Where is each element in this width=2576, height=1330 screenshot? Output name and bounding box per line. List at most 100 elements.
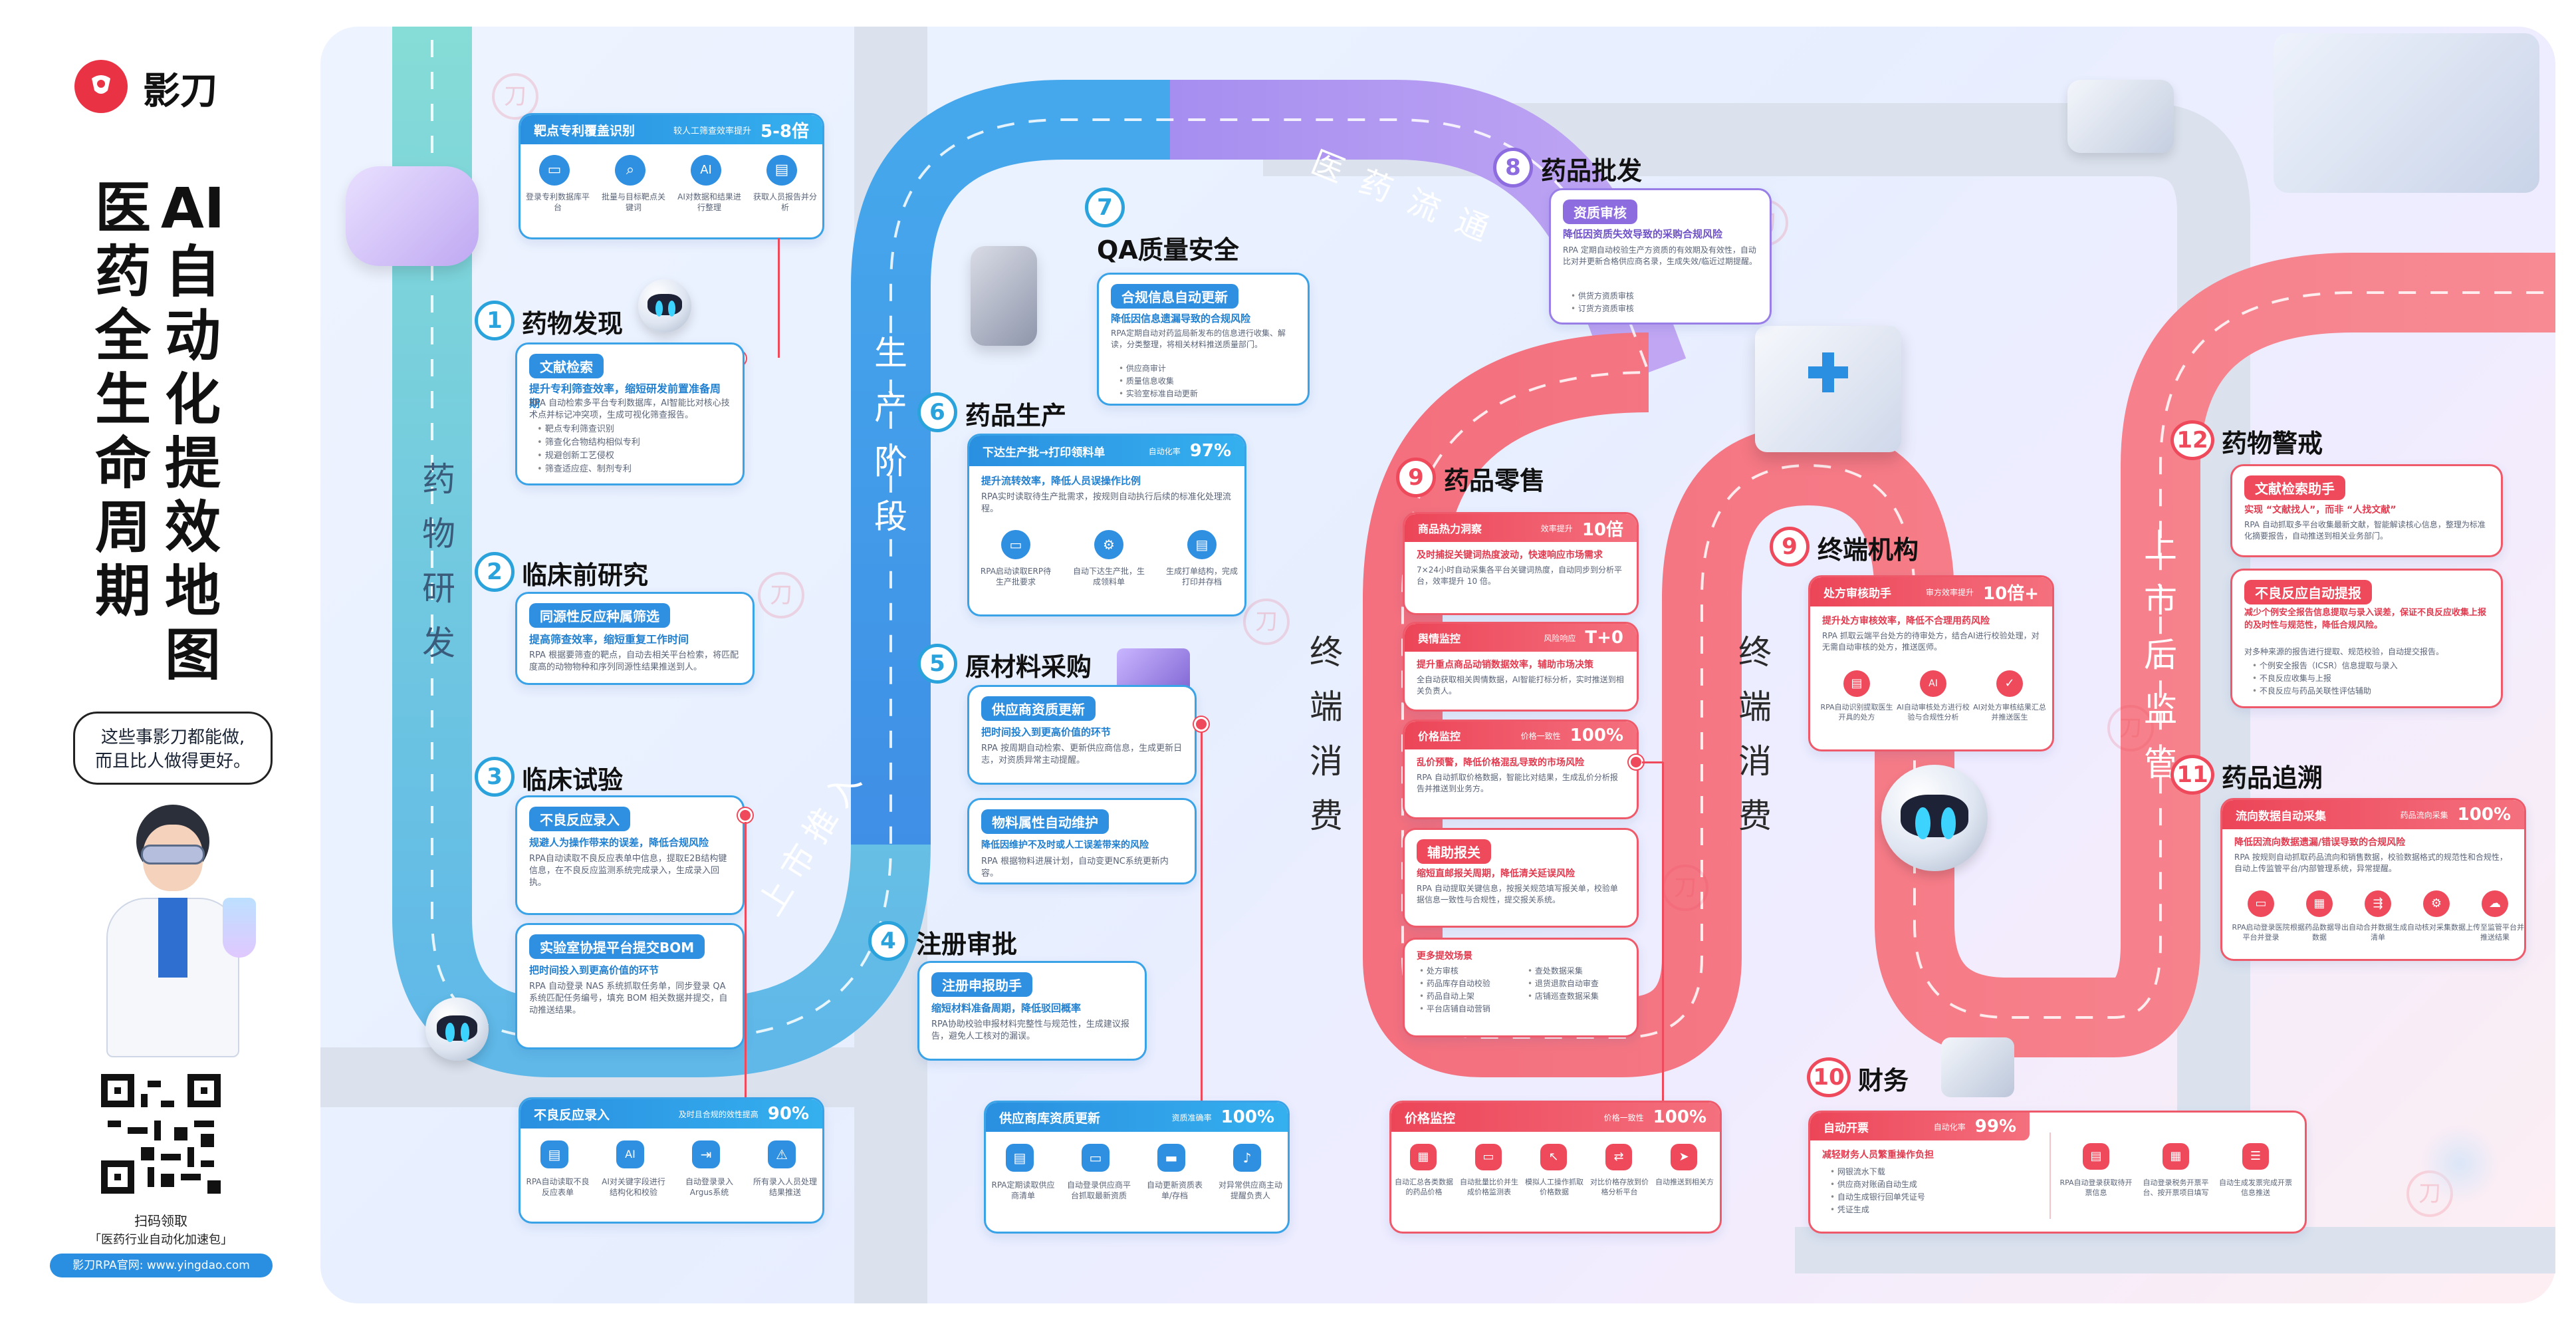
search-icon: ⌕ <box>615 155 645 186</box>
website-pill[interactable]: 影刀RPA官网: www.yingdao.com <box>50 1254 273 1277</box>
card-price-banner[interactable]: 价格监控 价格一致性 100% ▦ ▭ ↖ ⇄ ➤ 自动汇总各类数据的药品价格 … <box>1389 1101 1722 1234</box>
card-supplier-banner[interactable]: 供应商库资质更新 资质准确率 100% ▤ ▭ ▬ ♪ RPA定期读取供应商清单… <box>984 1101 1290 1234</box>
section-1-title: 药物发现 <box>522 309 624 338</box>
delivery-truck-decor <box>2067 80 2174 153</box>
hospital-decor <box>1755 326 1901 452</box>
printer-decor <box>1941 1037 2014 1097</box>
ai-icon: AI <box>691 155 721 186</box>
prescription-desc: RPA 抓取云端平台处方的待审处方，结合AI进行校验处理，对无需自动审核的处方，… <box>1822 631 2040 652</box>
section-11-number: 11 <box>2170 755 2214 795</box>
list-item: 个例安全报告（ICSR）信息提取与录入 <box>2252 660 2489 672</box>
price-desc: RPA 自动抓取价格数据，智能比对结果，生成乱价分析报告并推送到业务方。 <box>1417 773 1618 793</box>
chip-material: 物料属性自动维护 <box>981 809 1109 834</box>
price-label: 价格监控 <box>1418 730 1461 743</box>
customs-desc: RPA 自动提取关键信息，按报关规范填写报关单，校验单据信息一致性与合规性，提交… <box>1417 884 1618 904</box>
invoice-metric: 99% <box>1974 1117 2016 1136</box>
sentiment-label: 舆情监控 <box>1418 632 1461 645</box>
invoice-divider <box>2049 1132 2051 1219</box>
brand-logo <box>74 60 128 113</box>
s12-c2-headline: 减少个例安全报告信息提取与录入误差，保证不良反应收集上报的及时性与规范性，降低合… <box>2244 608 2487 630</box>
s3-c2-desc: RPA 自动登录 NAS 系统抓取任务单，同步登录 QA 系统匹配任务编号，填充… <box>529 982 728 1015</box>
s3-c1-desc: RPA自动读取不良反应表单中信息，提取E2B结构键信息，在不良反应监测系统完成录… <box>529 854 727 888</box>
supplier-sub: 资质准确率 <box>1171 1113 1212 1123</box>
card-supplier-update[interactable]: 供应商资质更新 把时间投入到更高价值的环节 RPA 按周期自动检索、更新供应商信… <box>967 685 1197 785</box>
doc-icon: ▤ <box>2083 1143 2109 1170</box>
patent-step-2: 批量与目标靶点关键词 <box>601 192 665 212</box>
card-wholesale[interactable]: 资质审核 降低因资质失效导致的采购合规风险 RPA 定期自动校验生产方资质的有效… <box>1549 188 1772 325</box>
invoice-list: 网银流水下载 供应商对账函自动生成 自动生成银行回单凭证号 凭证生成 <box>1830 1166 2026 1216</box>
invoice-label: 自动开票 <box>1823 1121 1869 1135</box>
sentiment-header: 舆情监控 风险响应 T+0 <box>1405 624 1637 652</box>
card-material-attr[interactable]: 物料属性自动维护 降低因维护不及时或人工误差带来的风险 RPA 根据物料进展计划… <box>967 798 1197 884</box>
section-7-number: 7 <box>1085 188 1125 227</box>
card-adverse-entry[interactable]: 不良反应录入 规避人为操作带来的误差，降低合规风险 RPA自动读取不良反应表单中… <box>515 795 745 915</box>
ai-icon: AI <box>1920 670 1946 697</box>
section-7-title: QA质量安全 <box>1097 235 1239 265</box>
list-item: 退货退款自动审查 <box>1528 978 1630 990</box>
connector-dot <box>1194 717 1209 732</box>
chip-qualification: 资质审核 <box>1563 200 1637 224</box>
section-2-title: 临床前研究 <box>522 561 649 590</box>
card-more-scenarios[interactable]: 更多提效场景 处方审核 药品库存自动校验 药品自动上架 平台店铺自动营销 查处数… <box>1403 938 1639 1037</box>
card-production[interactable]: 下达生产批→打印领料单 自动化率 97% 提升流转效率，降低人员误操作比例 RP… <box>967 434 1246 616</box>
card-adverse-banner[interactable]: 不良反应录入 及时且合规的效性提高 90% ▤ AI ⇥ ⚠ RPA自动读取不良… <box>519 1097 824 1224</box>
section-9-terminal-number: 9 <box>1770 527 1810 567</box>
price-step-1: 自动汇总各类数据的药品价格 <box>1395 1178 1453 1196</box>
qr-code[interactable] <box>94 1067 227 1200</box>
card-heat-insight[interactable]: 商品热力洞察 效率提升 10倍 及时捕捉关键词热度波动，快速响应市场需求 7×2… <box>1403 512 1639 615</box>
card-traceability[interactable]: 流向数据自动采集 药品流向采集 100% 降低因流向数据遗漏/错误导致的合规风险… <box>2220 798 2526 961</box>
chart-icon: ▦ <box>1410 1144 1437 1170</box>
s4-headline: 缩短材料准备周期，降低驳回概率 <box>931 1002 1082 1014</box>
s8-desc: RPA 定期自动校验生产方资质的有效期及有效性，自动比对并更新合格供应商名录，生… <box>1563 245 1758 266</box>
card-prescription-audit[interactable]: 处方审核助手 审方效率提升 10倍+ 提升处方审核效率，降低不合理用药风险 RP… <box>1808 575 2054 751</box>
card-qa-compliance[interactable]: 合规信息自动更新 降低因信息遗漏导致的合规风险 RPA定期自动对药监局新发布的信… <box>1097 273 1310 406</box>
s5-c2-desc: RPA 根据物料进展计划，自动变更NC系统更新内容。 <box>981 857 1169 878</box>
price-step-3: 模拟人工操作抓取价格数据 <box>1525 1178 1583 1196</box>
monitor-icon: ▭ <box>1475 1144 1502 1170</box>
s6-desc: RPA实时读取待生产批需求，按规则自动执行后续的标准化处理流程。 <box>981 492 1231 514</box>
gear-icon: ⚙ <box>1094 530 1123 559</box>
list-icon: ▤ <box>1006 1144 1034 1172</box>
card-price-monitor[interactable]: 价格监控 价格一致性 100% 乱价预警，降低价格混乱导致的市场风险 RPA 自… <box>1403 720 1639 819</box>
section-5-number: 5 <box>917 644 957 684</box>
patent-step-4: 获取人员报告并分析 <box>753 192 817 212</box>
section-2-number: 2 <box>475 552 515 592</box>
card-bom-submit[interactable]: 实验室协提平台提交BOM 把时间投入到更高价值的环节 RPA 自动登录 NAS … <box>515 923 745 1049</box>
s8-headline: 降低因资质失效导致的采购合规风险 <box>1563 228 1723 240</box>
card-patent-coverage[interactable]: 靶点专利覆盖识别 较人工筛查效率提升 5-8倍 ▭ ⌕ AI ▤ 登录专利数据库… <box>519 113 824 239</box>
trace-label: 流向数据自动采集 <box>2236 809 2326 823</box>
card-auto-invoice[interactable]: 自动开票 自动化率 99% 减轻财务人员繁重操作负担 网银流水下载 供应商对账函… <box>1808 1111 2307 1234</box>
bubble-line-1: 这些事影刀都能做, <box>100 728 245 747</box>
connector-line <box>1642 761 1663 763</box>
card-literature-assistant[interactable]: 文献检索助手 实现 “文献找人”，而非 “人找文献” RPA 自动抓取多平台收集… <box>2230 464 2503 557</box>
card-registration[interactable]: 注册申报助手 缩短材料准备周期，降低驳回概率 RPA协助校验申报材料完整性与规范… <box>917 961 1147 1061</box>
card-literature-search[interactable]: 文献检索 提升专利筛查效率，缩短研发前置准备周期 RPA 自动检索多平台专利数据… <box>515 342 745 485</box>
card-adverse-report[interactable]: 不良反应自动提报 减少个例安全报告信息提取与录入误差，保证不良反应收集上报的及时… <box>2230 569 2503 708</box>
list-item: 质量信息收集 <box>1119 375 1296 388</box>
form-icon: ▤ <box>540 1140 568 1168</box>
card-customs[interactable]: 辅助报关 缩短直邮报关周期，降低清关延误风险 RPA 自动提取关键信息，按报关规… <box>1403 828 1639 928</box>
section-3-number: 3 <box>475 757 515 797</box>
card-homology-screening[interactable]: 同源性反应种属筛选 提高筛查效率，缩短重复工作时间 RPA 根据要筛查的靶点，自… <box>515 592 755 685</box>
card-sentiment[interactable]: 舆情监控 风险响应 T+0 提升重点商品动销数据效率，辅助市场决策 全自动获取相… <box>1403 622 1639 712</box>
monitor-icon: ▭ <box>1001 530 1030 559</box>
section-4-title: 注册审批 <box>916 930 1018 959</box>
section-12-title: 药物警戒 <box>2222 429 2323 458</box>
supplier-title: 供应商库资质更新 <box>999 1111 1101 1126</box>
trace-sub: 药品流向采集 <box>2400 810 2448 820</box>
list-item: 店铺巡查数据采集 <box>1528 990 1630 1003</box>
chip-literature-assistant: 文献检索助手 <box>2244 475 2345 500</box>
scientist-figure <box>80 805 266 1057</box>
invoice-headline: 减轻财务人员繁重操作负担 <box>1822 1150 1934 1160</box>
supplier-step-3: 自动更新资质表单/存档 <box>1146 1180 1203 1200</box>
trace-step-3: 自动合并数据生成清单 <box>2349 923 2407 942</box>
s8-list: 供货方资质审核 订货方资质审核 <box>1571 290 1758 315</box>
s12-list: 个例安全报告（ICSR）信息提取与录入 不良反应收集与上报 不良反应与药品关联性… <box>2252 660 2489 698</box>
heat-desc: 7×24小时自动采集各平台关键词热度，自动同步到分析平台，效率提升 10 倍。 <box>1417 565 1622 586</box>
chip-adverse: 不良反应录入 <box>529 807 630 831</box>
trace-metric: 100% <box>2457 805 2511 825</box>
s5-c1-headline: 把时间投入到更高价值的环节 <box>981 726 1112 738</box>
prescription-header: 处方审核助手 审方效率提升 10倍+ <box>1810 577 2052 606</box>
prescription-sub: 审方效率提升 <box>1926 587 1974 597</box>
s6-step-1: RPA启动读取ERP待生产批要求 <box>980 567 1052 587</box>
